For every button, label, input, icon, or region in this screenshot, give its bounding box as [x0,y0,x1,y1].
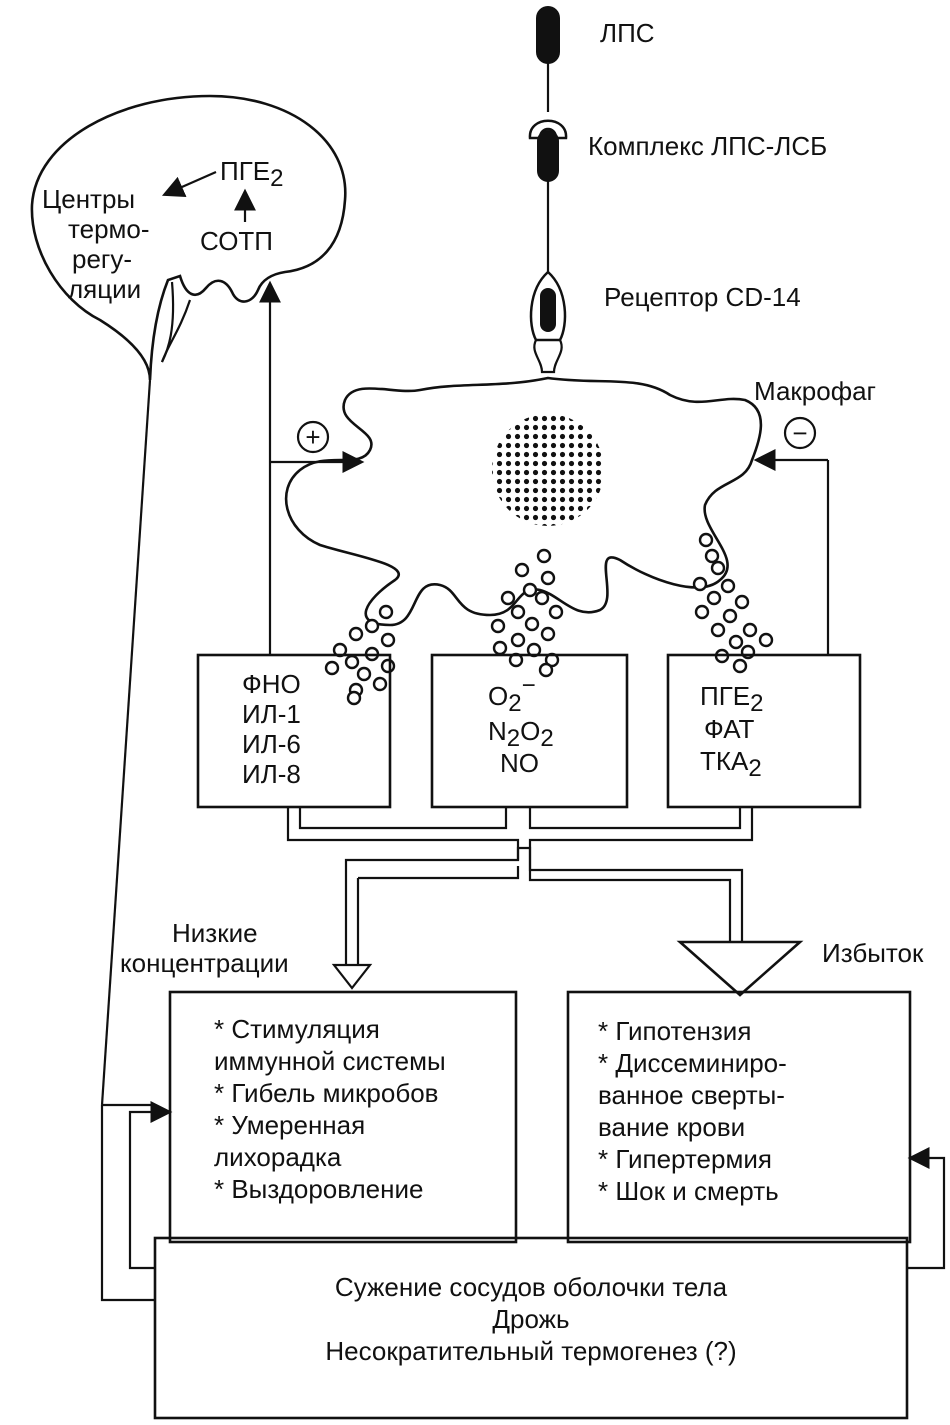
converging-pipes [286,807,754,965]
granule [734,594,750,610]
plus-sign: + [305,422,320,452]
cytokine-il8: ИЛ-8 [242,759,301,789]
macrophage-label: Макрофаг [754,376,876,406]
thermo-effects-box: Сужение сосудов оболочки тела Дрожь Несо… [153,1236,909,1420]
granule [692,576,708,592]
lps-complex-icon [537,130,559,182]
brain-efferent-line [100,379,152,1106]
brainstem-inner-line [160,299,192,363]
lps-label: ЛПС [600,18,655,48]
cytokines-box: ФНО ИЛ-1 ИЛ-6 ИЛ-8 [196,653,392,809]
high-outcome-box: * Гипотензия * Диссеминиро- ванное сверт… [566,990,912,1244]
thermo-effect-thermogenesis: Несократительный термогенез (?) [325,1336,736,1366]
cytokine-tnf: ФНО [242,669,301,699]
granule [722,608,738,624]
brain-to-thermo-box-line [100,1105,155,1302]
low-concentration-label: Низкие концентрации [120,918,289,978]
thermo-effect-vasoconstriction: Сужение сосудов оболочки тела [335,1272,728,1302]
low-outcome-text: * Стимуляция иммунной системы * Гибель м… [214,1014,453,1204]
granule [728,634,744,650]
cytokine-il6: ИЛ-6 [242,729,301,759]
secretion-granules [324,532,774,706]
lps-molecule-icon [536,6,560,64]
brain-outline [30,94,347,381]
pge2-to-centers-arrow [161,170,217,197]
granule [704,548,720,564]
granule [720,578,736,594]
granule [378,604,394,620]
granule [372,676,388,692]
granule [380,632,396,648]
radical-n2o2: N2O2 [488,716,554,752]
granule [536,548,552,564]
granule [540,626,556,642]
granule [500,590,516,606]
granule [742,622,758,638]
granule [346,690,362,706]
excess-arrowhead [676,940,804,997]
thermo-to-high-outcome-arrow [907,1147,946,1270]
lipid-tka2: ТКА2 [700,746,762,782]
receptor-stalk [533,339,563,374]
low-outcome-box: * Стимуляция иммунной системы * Гибель м… [168,990,518,1244]
lipid-fat: ФАТ [704,714,755,744]
granule [348,626,364,642]
thermoregulation-centers-label: Центры термо- регу- ляции [42,184,157,304]
lsb-protein-icon [528,119,568,140]
granule [540,570,556,586]
excess-label: Избыток [822,938,924,968]
radical-o2: O2− [488,672,536,717]
thermo-effect-shivering: Дрожь [492,1304,569,1334]
granule [732,658,748,674]
granule [344,654,360,670]
lipid-pge2: ПГЕ2 [700,681,763,717]
minus-sign-circle [783,416,817,450]
granule [356,666,372,682]
macrophage-outline [284,376,763,627]
granule [698,532,714,548]
granule [510,604,526,620]
minus-sign: − [792,418,807,448]
granule [380,658,396,674]
cytokine-il1: ИЛ-1 [242,699,301,729]
lipids-box: ПГЕ2 ФАТ ТКА2 [666,653,862,809]
granule [490,618,506,634]
granule [538,662,554,678]
granule [548,604,564,620]
granule [364,618,380,634]
sotp-label: СОТП [200,226,273,256]
high-outcome-text: * Гипотензия * Диссеминиро- ванное сверт… [598,1016,794,1206]
granule [706,590,722,606]
receptor-label: Рецептор CD-14 [604,282,801,312]
granule [522,582,538,598]
granule [694,604,710,620]
granule [534,590,550,606]
macrophage-nucleus [492,414,604,526]
granule [524,616,540,632]
lps-chain [528,6,568,374]
granule [758,632,774,648]
bound-lps-icon [540,288,556,332]
radical-no: NO [500,748,539,778]
radicals-box: O2− N2O2 NO [430,653,629,809]
thermo-to-low-outcome-arrow [128,1101,173,1270]
low-concentration-arrowhead [331,963,373,990]
granule [324,660,340,676]
granule [514,562,530,578]
granule [492,640,508,656]
granule [510,632,526,648]
complex-label: Комплекс ЛПС-ЛСБ [588,131,827,161]
granule [710,560,726,576]
brain-pge2-label: ПГЕ2 [220,156,283,192]
plus-sign-circle [296,420,330,454]
granule [710,622,726,638]
